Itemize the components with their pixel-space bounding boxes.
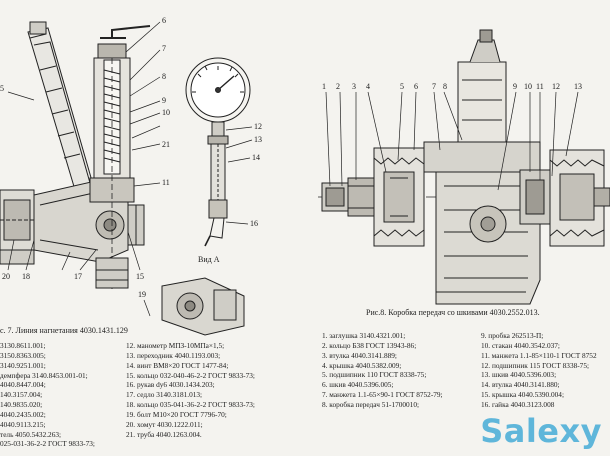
fig7-valve-cylinder bbox=[89, 25, 151, 290]
callout-number: 18 bbox=[22, 272, 30, 281]
fig7-left-flange bbox=[0, 189, 35, 265]
callout-number: 11 bbox=[162, 178, 170, 187]
callout-number: 10 bbox=[524, 82, 532, 91]
callout-number: 12 bbox=[254, 122, 262, 131]
callout-number: 1 bbox=[322, 82, 326, 91]
fig7-leaders bbox=[7, 21, 161, 271]
parts-list-item: 11. манжета 1.1-85×110-1 ГОСТ 8752 bbox=[481, 350, 597, 360]
fig8-caption: Рис.8. Коробка передач со шкивами 4030.2… bbox=[366, 308, 540, 317]
callout-number: 10 bbox=[162, 108, 170, 117]
fig8-left-pulley bbox=[373, 147, 425, 247]
parts-list-item: 025-031-36-2-2 ГОСТ 9833-73; bbox=[0, 439, 95, 449]
callout-number: 2 bbox=[336, 82, 340, 91]
parts-list-item: 140.9835.020; bbox=[0, 400, 43, 410]
fig8-right-assembly bbox=[519, 149, 610, 247]
fig8-left-shaft bbox=[321, 177, 375, 217]
callout-number: 17 bbox=[74, 272, 82, 281]
parts-list-item: 4. крышка 4040.5382.009; bbox=[322, 360, 402, 370]
callout-number: 8 bbox=[162, 72, 166, 81]
parts-list-item: 12. подшипник 115 ГОСТ 8338-75; bbox=[481, 360, 589, 370]
parts-list-item: 10. стакан 4040.3542.037; bbox=[481, 340, 560, 350]
parts-list-item: тель 4050.5432.263; bbox=[0, 429, 62, 439]
parts-list-item: 16. рукав dy6 4030.1434.203; bbox=[126, 380, 215, 390]
parts-list-item: 16. гайка 4040.3123.008 bbox=[481, 399, 555, 409]
parts-list-item: 15. кольцо 032-040-46-2-2 ГОСТ 9833-73; bbox=[126, 370, 255, 380]
fig7-parts-list-left: 3130.8611.001; 3150.8363.005; 3140.9251.… bbox=[0, 341, 95, 449]
parts-list-item: 19. болт М10×20 ГОСТ 7796-70; bbox=[126, 409, 227, 419]
parts-list-item: 13. переходник 4040.1193.003; bbox=[126, 350, 221, 360]
parts-list-item: 9. пробка 262513-П; bbox=[481, 331, 544, 340]
parts-list-item: 1. заглушка 3140.4321.001; bbox=[322, 331, 406, 340]
parts-list-item: 18. кольцо 035-041-36-2-2 ГОСТ 9833-73; bbox=[126, 400, 255, 410]
parts-list-item: 5. подшипник 110 ГОСТ 8338-75; bbox=[322, 370, 427, 380]
fig7-caption: с. 7. Линия нагнетания 4030.1431.129 bbox=[0, 326, 128, 335]
callout-number: 13 bbox=[574, 82, 582, 91]
callout-number: 9 bbox=[513, 82, 517, 91]
parts-list-item: 13. шкив 4040.5396.003; bbox=[481, 370, 557, 380]
fig7-view-a-bracket bbox=[143, 277, 245, 336]
callout-number: 11 bbox=[536, 82, 544, 91]
fig8-parts-list-right: 9. пробка 262513-П; 10. стакан 4040.3542… bbox=[481, 331, 597, 410]
parts-list-item: 6. шкив 4040.5396.005; bbox=[322, 380, 394, 390]
parts-list-item: 4040.9113.215; bbox=[0, 419, 46, 429]
callout-number: 20 bbox=[2, 272, 10, 281]
parts-list-item: 3150.8363.005; bbox=[0, 350, 46, 360]
callout-number: 16 bbox=[250, 219, 258, 228]
callout-number: 5 bbox=[0, 84, 4, 93]
parts-list-item: 4040.2435.002; bbox=[0, 409, 46, 419]
callout-number: 8 bbox=[443, 82, 447, 91]
parts-list-item: 8. коробка передач 51-1700010; bbox=[322, 399, 420, 409]
fig8-gearbox-housing bbox=[423, 29, 541, 305]
parts-list-item: 3140.9251.001; bbox=[0, 360, 46, 370]
parts-list-item: демпфера 3140.8453.001-01; bbox=[0, 370, 88, 380]
fig7-parts-list-right: 12. манометр МПЗ-10МПа×1,5; 13. переходн… bbox=[126, 341, 255, 439]
callout-number: 3 bbox=[352, 82, 356, 91]
callout-number: 7 bbox=[432, 82, 436, 91]
parts-list-item: 4040.8447.004; bbox=[0, 380, 46, 390]
parts-list-item: 7. манжета 1.1-65×90-1 ГОСТ 8752-79; bbox=[322, 390, 443, 400]
salexy-watermark: Salexy bbox=[480, 412, 602, 450]
callout-number: 6 bbox=[414, 82, 418, 91]
view-a-label: Вид А bbox=[198, 255, 220, 264]
parts-list-item: 140.3157.004; bbox=[0, 390, 43, 400]
callout-number: 4 bbox=[366, 82, 370, 91]
callout-number: 21 bbox=[162, 140, 170, 149]
callout-number: 5 bbox=[400, 82, 404, 91]
parts-list-item: 20. хомут 4030.1222.011; bbox=[126, 419, 203, 429]
callout-number: 9 bbox=[162, 96, 166, 105]
parts-list-item: 3130.8611.001; bbox=[0, 341, 46, 350]
callout-number: 12 bbox=[552, 82, 560, 91]
parts-list-item: 14. втулка 4040.3141.880; bbox=[481, 380, 560, 390]
parts-list-item: 14. винт ВМ8×20 ГОСТ 1477-84; bbox=[126, 360, 229, 370]
fig7-slanted-lever bbox=[27, 21, 97, 201]
fig7-gauge-leaders bbox=[225, 126, 253, 225]
callout-number: 19 bbox=[138, 290, 146, 299]
parts-list-item: 12. манометр МПЗ-10МПа×1,5; bbox=[126, 341, 225, 350]
parts-list-item: 3. втулка 4040.3141.889; bbox=[322, 350, 397, 360]
callout-number: 6 bbox=[162, 16, 166, 25]
parts-list-item: 17. седло 3140.3181.013; bbox=[126, 390, 203, 400]
parts-list-item: 2. кольцо Б38 ГОСТ 13943-86; bbox=[322, 340, 417, 350]
fig7-pressure-gauge bbox=[185, 57, 251, 247]
callout-number: 14 bbox=[252, 153, 260, 162]
parts-list-item: 21. труба 4040.1263.004. bbox=[126, 429, 202, 439]
callout-number: 15 bbox=[136, 272, 144, 281]
fig8-leaders bbox=[325, 91, 579, 191]
callout-number: 13 bbox=[254, 135, 262, 144]
parts-list-item: 15. крышка 4040.5390.004; bbox=[481, 390, 564, 400]
fig8-parts-list-left: 1. заглушка 3140.4321.001; 2. кольцо Б38… bbox=[322, 331, 443, 410]
callout-number: 7 bbox=[162, 44, 166, 53]
